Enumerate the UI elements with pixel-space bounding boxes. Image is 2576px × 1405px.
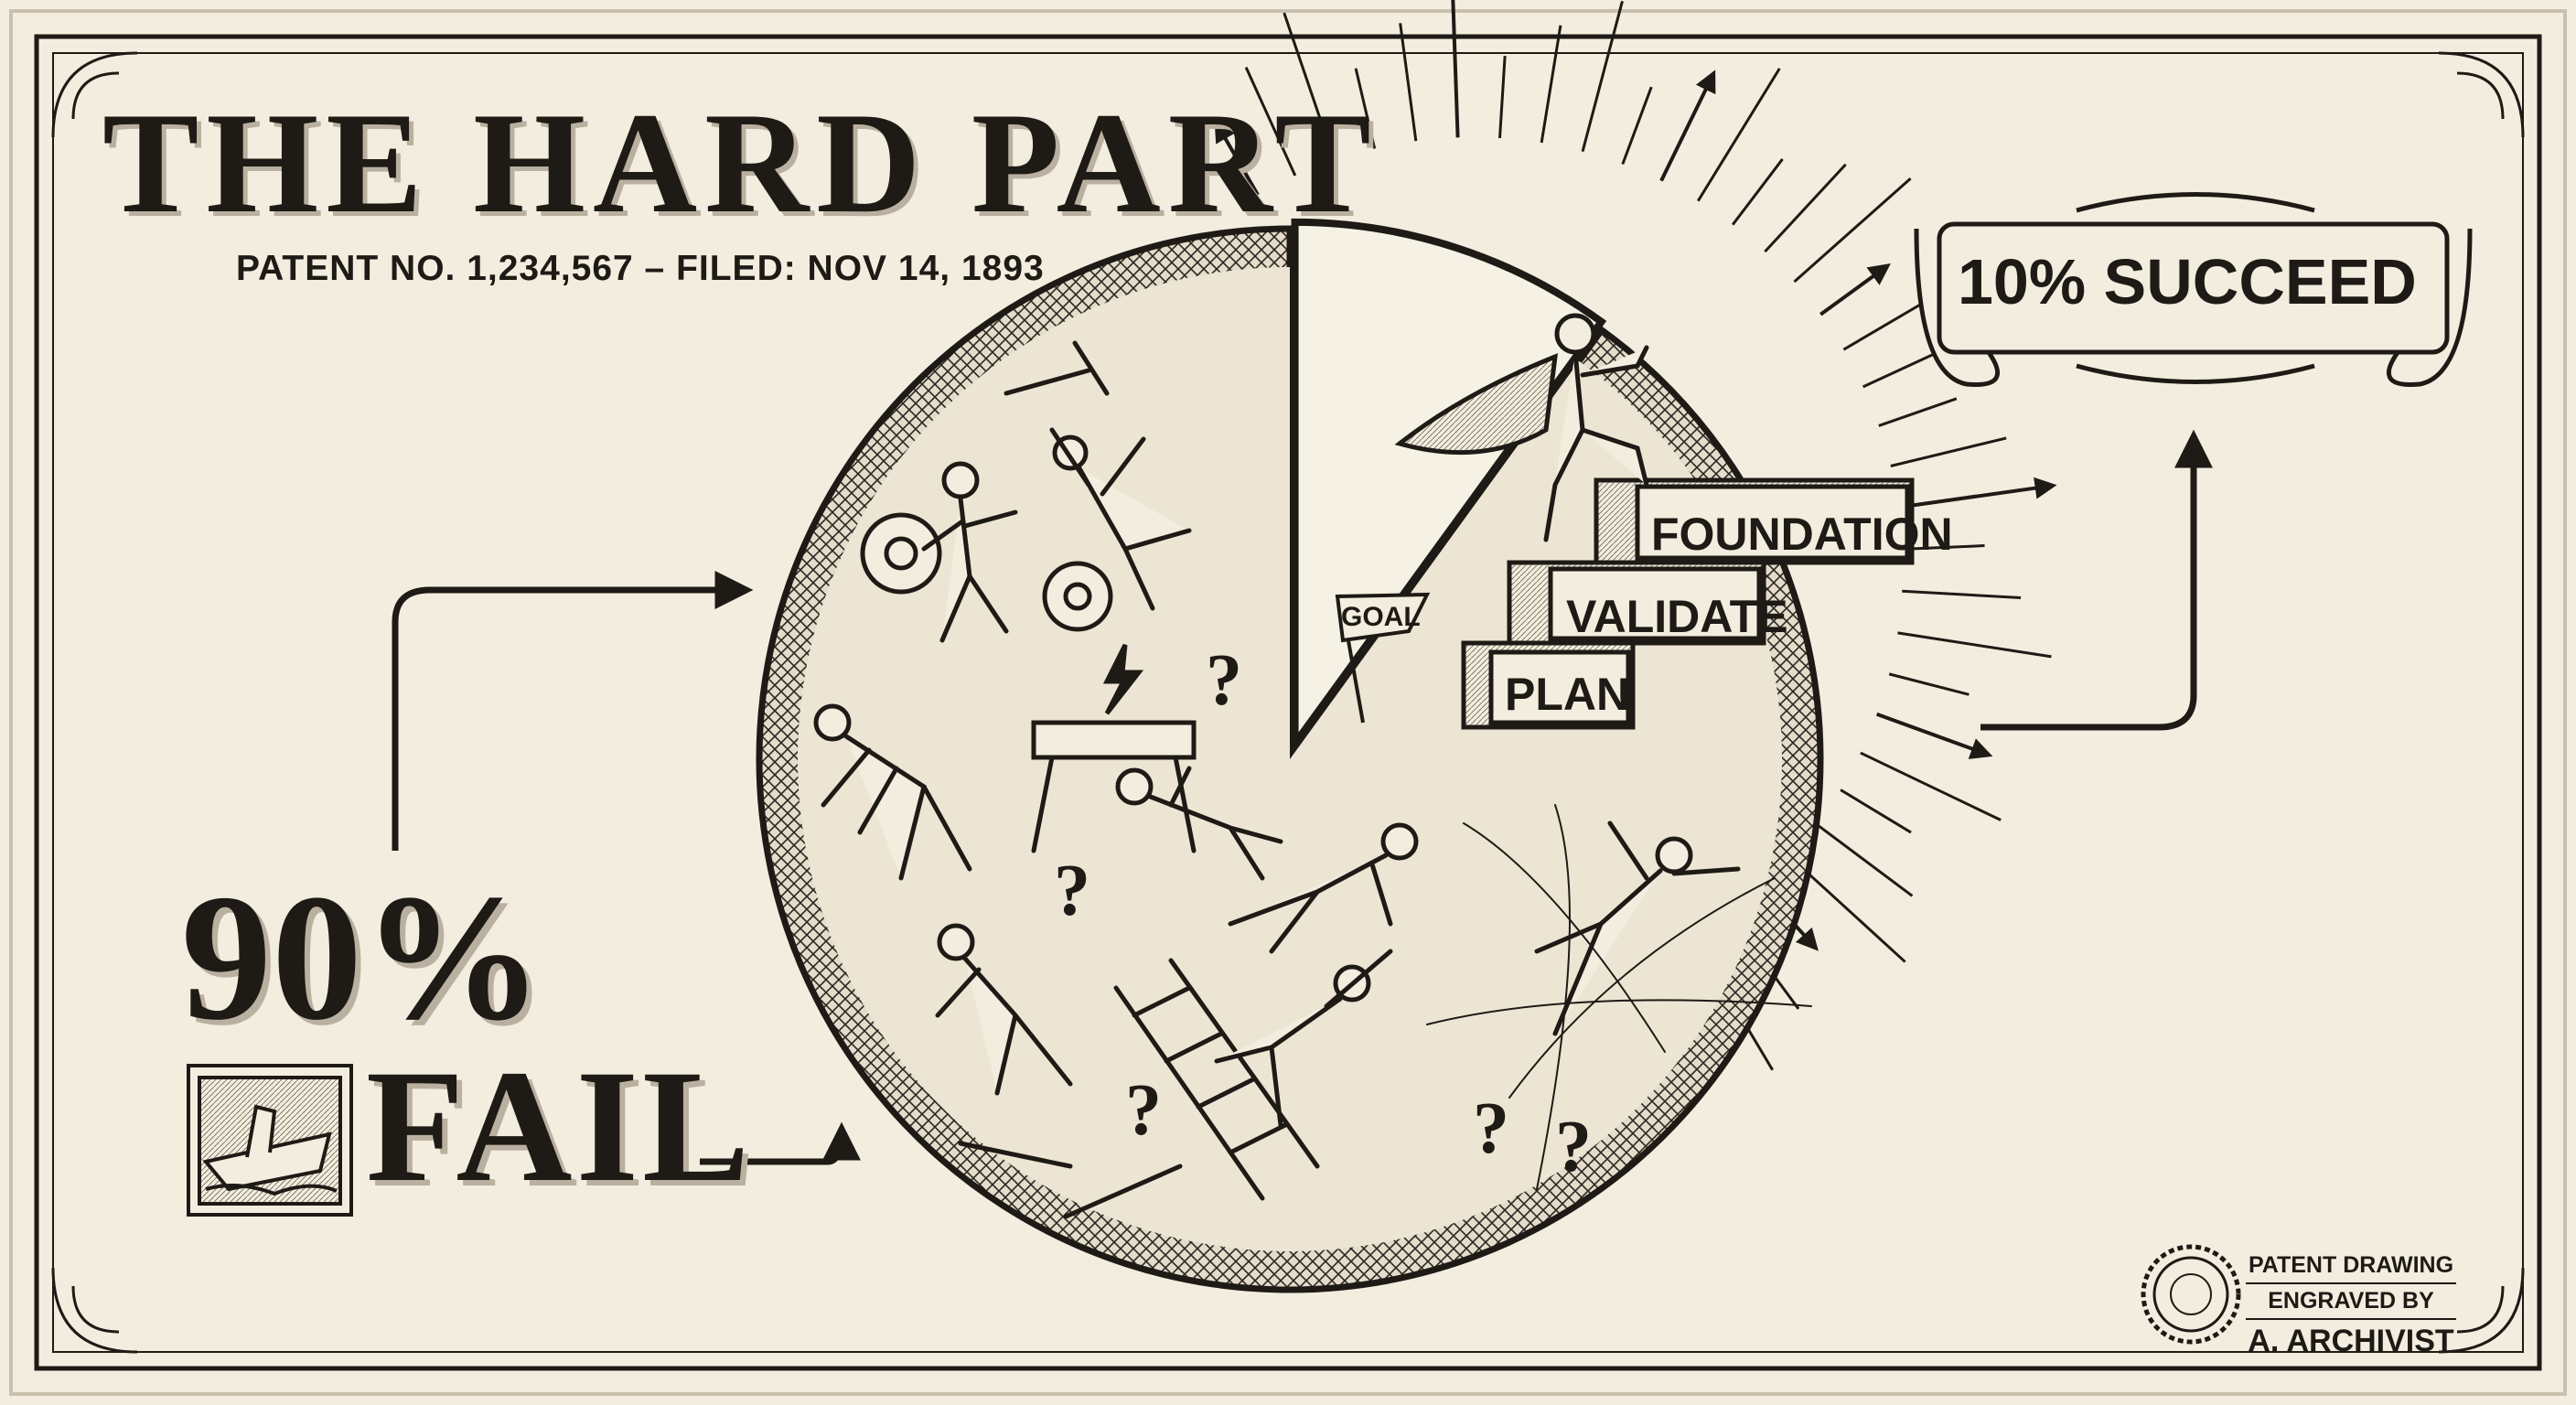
- fail-label: FAIL: [366, 1037, 754, 1216]
- inner-frame: [52, 52, 2524, 1353]
- gear-icon: [860, 512, 1113, 632]
- svg-text:?: ?: [1473, 1089, 1509, 1169]
- ladder-icon: [1113, 958, 1320, 1201]
- corner-ornament-icon: [51, 51, 2525, 1354]
- step-validate: VALIDATE: [1566, 591, 1788, 642]
- credit-divider: [2246, 1318, 2456, 1320]
- struggling-figures: [813, 340, 1812, 1219]
- fail-arrow: [392, 571, 861, 1165]
- figure-crawling: [1228, 822, 1419, 954]
- sunburst-ray: [1764, 163, 1847, 253]
- credit-line-1: PATENT DRAWING: [2248, 1252, 2454, 1278]
- caped-hero-figure: [1394, 313, 1649, 542]
- sunburst-ray: [1354, 68, 1377, 149]
- fail-percent-label: 90%: [181, 857, 543, 1057]
- outer-frame: [34, 34, 2542, 1371]
- staircase: [1461, 477, 1915, 730]
- sunburst-ray: [1878, 397, 1958, 427]
- page-title: THE HARD PART: [102, 83, 1379, 243]
- success-arrow: [1980, 429, 2213, 731]
- sunburst-ray: [1902, 544, 1985, 551]
- svg-text:?: ?: [1555, 1107, 1592, 1187]
- figure-falling-2: [1049, 427, 1192, 611]
- step-foundation: FOUNDATION: [1651, 509, 1953, 560]
- svg-text:?: ?: [1206, 640, 1242, 721]
- step-plan: PLAN: [1505, 669, 1630, 720]
- sunburst-ray: [1581, 0, 1624, 152]
- credit-divider: [2246, 1282, 2456, 1284]
- figure-on-ladder: [1214, 949, 1393, 1128]
- sunburst-ray: [1540, 25, 1562, 144]
- sunburst-ray: [1731, 158, 1784, 226]
- engraver-credit: PATENT DRAWING ENGRAVED BY A. ARCHIVIST: [2246, 1251, 2456, 1359]
- sunburst-ray: [1498, 56, 1507, 139]
- wrench-icon: [958, 1141, 1183, 1219]
- sinking-ship-icon: [187, 1064, 353, 1217]
- hammer-icon: [1004, 340, 1110, 396]
- sunburst-ray: [1875, 712, 1993, 759]
- sunburst-ray: [1890, 436, 2007, 467]
- sunburst-ray: [1860, 751, 2002, 821]
- sunburst-ray: [1283, 12, 1336, 161]
- question-mark-icon: ?????: [1054, 640, 1592, 1187]
- figure-lying: [1115, 766, 1283, 881]
- success-banner-label: 10% SUCCEED: [1958, 246, 2417, 317]
- svg-text:?: ?: [1125, 1070, 1162, 1151]
- sunburst-icon: [1214, 0, 2057, 1071]
- sunburst-ray: [1214, 119, 1260, 196]
- sunburst-ray: [1902, 589, 2022, 599]
- sunburst-ray: [1696, 68, 1781, 202]
- seal-icon: [2141, 1244, 2241, 1345]
- sunburst-ray: [1659, 70, 1716, 182]
- patent-line: PATENT NO. 1,234,567 – FILED: NOV 14, 18…: [236, 249, 1045, 288]
- goal-flag-label: GOAL: [1341, 602, 1421, 632]
- figure-stooping: [813, 703, 972, 881]
- sunburst-ray: [1819, 263, 1891, 316]
- sunburst-ray: [1621, 86, 1653, 166]
- sunburst-ray: [1451, 0, 1460, 138]
- lightning-icon: [1102, 643, 1144, 715]
- figure-falling-1: [921, 461, 1018, 643]
- crack-web-icon: [1426, 804, 1812, 1190]
- figure-hammering: [935, 923, 1073, 1096]
- goal-flag-icon: [1335, 592, 1431, 724]
- svg-text:?: ?: [1054, 851, 1090, 931]
- barrier-icon: [1031, 720, 1197, 853]
- sunburst-ray: [1793, 177, 1912, 284]
- sunburst-ray: [1898, 477, 2057, 509]
- sunburst-ray: [1840, 788, 1912, 834]
- sunburst-ray: [1399, 23, 1418, 142]
- success-banner: [1914, 192, 2473, 387]
- sunburst-ray: [1244, 66, 1297, 177]
- credit-line-3: A. ARCHIVIST: [2248, 1324, 2454, 1358]
- sunburst-ray: [1888, 672, 1970, 696]
- credit-line-2: ENGRAVED BY: [2268, 1288, 2434, 1314]
- sunburst-ray: [1816, 823, 1914, 897]
- sunburst-ray: [1897, 631, 2052, 659]
